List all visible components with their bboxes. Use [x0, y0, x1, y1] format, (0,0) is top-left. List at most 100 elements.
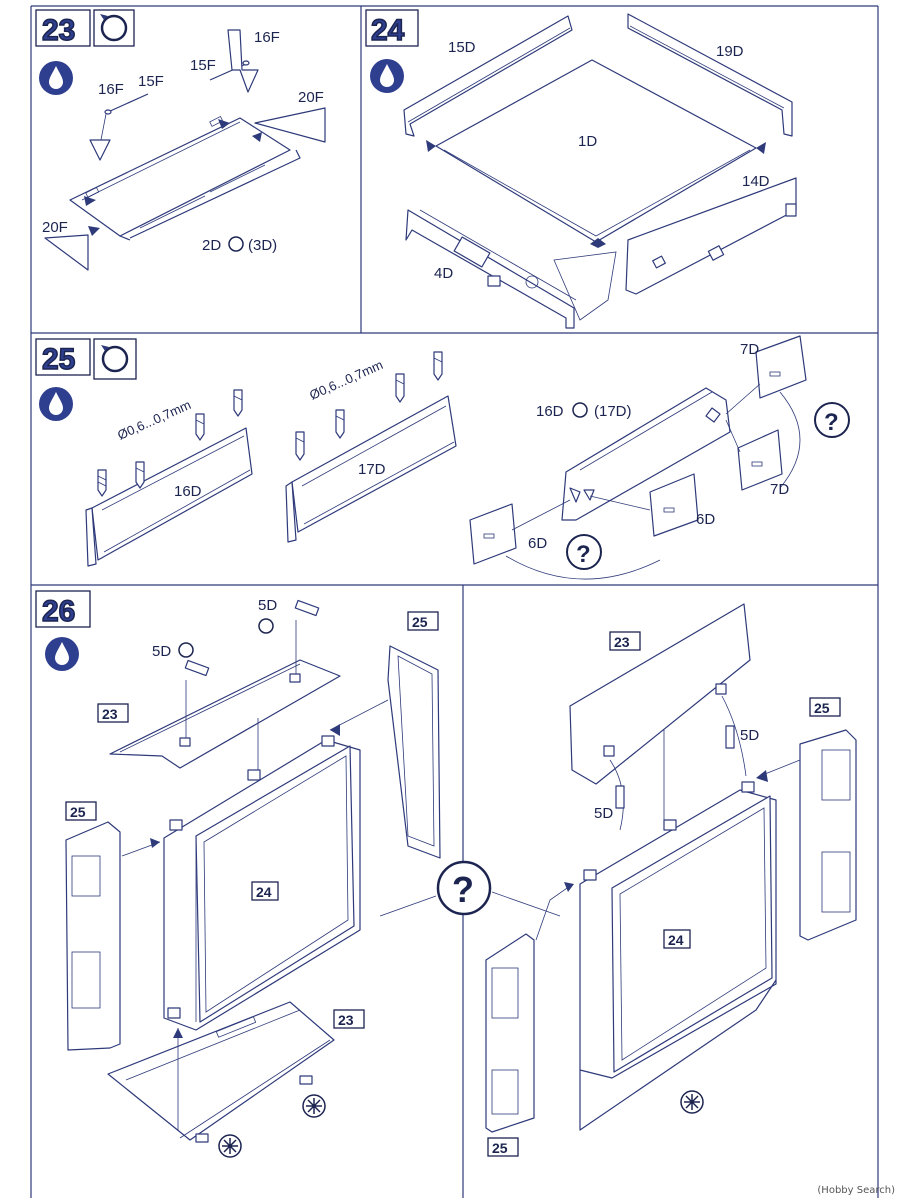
part-6D-right	[649, 473, 699, 537]
label-15F: 15F	[138, 73, 164, 90]
glue-drop-icon	[39, 387, 73, 421]
step-number: 24	[371, 14, 405, 47]
label-5D-c: 5D	[740, 727, 759, 744]
label-2D: 2D	[202, 237, 221, 254]
part-20F-right	[254, 107, 326, 143]
label-5D-b: 5D	[258, 597, 277, 614]
part-23-roof-left	[109, 659, 341, 769]
svg-text:23: 23	[102, 706, 118, 722]
svg-text:24: 24	[668, 932, 684, 948]
step-number-box	[365, 9, 419, 47]
svg-text:?: ?	[452, 869, 474, 910]
step-number-box	[35, 9, 91, 47]
part-17D-panel	[291, 395, 457, 533]
label-1D: 1D	[578, 133, 597, 150]
asterisk-icon-2	[218, 1134, 242, 1158]
rotate-small-icon	[572, 402, 588, 418]
rotate-icon	[93, 9, 135, 47]
svg-text:23: 23	[338, 1012, 354, 1028]
label-19D: 19D	[716, 43, 744, 60]
step-number: 26	[42, 595, 75, 628]
label-16D-note: 16D	[536, 403, 564, 420]
svg-text:23: 23	[614, 634, 630, 650]
svg-text:25: 25	[70, 804, 86, 820]
part-4D-wall	[405, 209, 575, 329]
clip-5D-a	[184, 659, 210, 677]
part-25-side-right-a	[485, 933, 535, 1133]
drill-bits-17D	[295, 351, 443, 461]
part-25-side-right-b	[799, 729, 857, 941]
label-17D: 17D	[358, 461, 386, 478]
asterisk-icon	[302, 1094, 326, 1118]
rotate-icon	[93, 338, 137, 380]
clip-5D-b	[294, 599, 320, 617]
step-number: 23	[42, 14, 75, 47]
label-box-25-c	[809, 697, 841, 717]
question-icon: ?	[436, 860, 492, 916]
part-7D-top	[755, 335, 807, 399]
label-20F: 20F	[298, 89, 324, 106]
panel-frames	[30, 5, 879, 1198]
step-number-box	[35, 590, 91, 628]
part-2D-plate	[69, 115, 301, 241]
asterisk-icon-3	[680, 1090, 704, 1114]
label-15D: 15D	[448, 39, 476, 56]
part-23-floor-left	[107, 1001, 335, 1141]
label-20F-b: 20F	[42, 219, 68, 236]
svg-text:?: ?	[824, 409, 839, 436]
label-box-25-b	[65, 801, 97, 821]
step-24: 24 15D 19D 1D 14D 4D	[365, 9, 797, 329]
part-16D-back	[561, 387, 731, 521]
label-6D-right: 6D	[696, 511, 715, 528]
label-box-23	[97, 703, 129, 723]
label-7D-top: 7D	[740, 341, 759, 358]
step-26: 26 24	[35, 590, 857, 1158]
label-box-25	[407, 611, 439, 631]
label-15F-b: 15F	[190, 57, 216, 74]
part-7D-bottom	[737, 429, 783, 491]
label-box-23-b	[333, 1009, 365, 1029]
label-16D: 16D	[174, 483, 202, 500]
clip-5D-d	[725, 725, 735, 749]
label-box-24	[251, 881, 279, 901]
label-box-24-b	[663, 929, 691, 949]
step-23: 23	[35, 9, 326, 271]
question-icon: ?	[814, 402, 850, 438]
part-25-side-right	[387, 645, 441, 859]
svg-text:25: 25	[412, 614, 428, 630]
label-3D: (3D)	[248, 237, 277, 254]
label-box-25-d	[487, 1137, 519, 1157]
drill-size-left: Ø0,6...0,7mm	[115, 397, 193, 443]
part-19D-wall	[627, 13, 793, 137]
label-box-23-c	[609, 631, 641, 651]
svg-text:25: 25	[492, 1140, 508, 1156]
label-16F: 16F	[98, 81, 124, 98]
step-25: 25 Ø0,6...0,7mm 16D	[35, 335, 850, 580]
glue-drop-icon	[45, 637, 79, 671]
part-16D-panel	[91, 427, 253, 561]
glue-drop-icon	[39, 61, 73, 95]
drill-bits-16D	[97, 389, 243, 497]
step-number-box	[35, 338, 91, 376]
clip-5D-c	[615, 785, 625, 809]
label-4D: 4D	[434, 265, 453, 282]
question-icon-2: ?	[566, 534, 602, 570]
rotate-small-icon	[228, 236, 244, 252]
glue-drop-icon	[370, 59, 404, 93]
label-7D-bottom: 7D	[770, 481, 789, 498]
label-14D: 14D	[742, 173, 770, 190]
svg-text:25: 25	[814, 700, 830, 716]
svg-text:24: 24	[256, 884, 272, 900]
rod-15F-right	[209, 29, 259, 93]
drill-size-right: Ø0,6...0,7mm	[307, 357, 385, 403]
svg-text:?: ?	[576, 541, 591, 568]
part-20F-left	[44, 234, 89, 271]
rod-16F-left	[89, 93, 149, 161]
label-5D-a: 5D	[152, 643, 171, 660]
label-6D-left: 6D	[528, 535, 547, 552]
part-23-roof-right	[569, 603, 751, 785]
label-17D-note: (17D)	[594, 403, 632, 420]
rotate-small-icon-2	[258, 618, 274, 634]
rotate-small-icon	[178, 642, 194, 658]
